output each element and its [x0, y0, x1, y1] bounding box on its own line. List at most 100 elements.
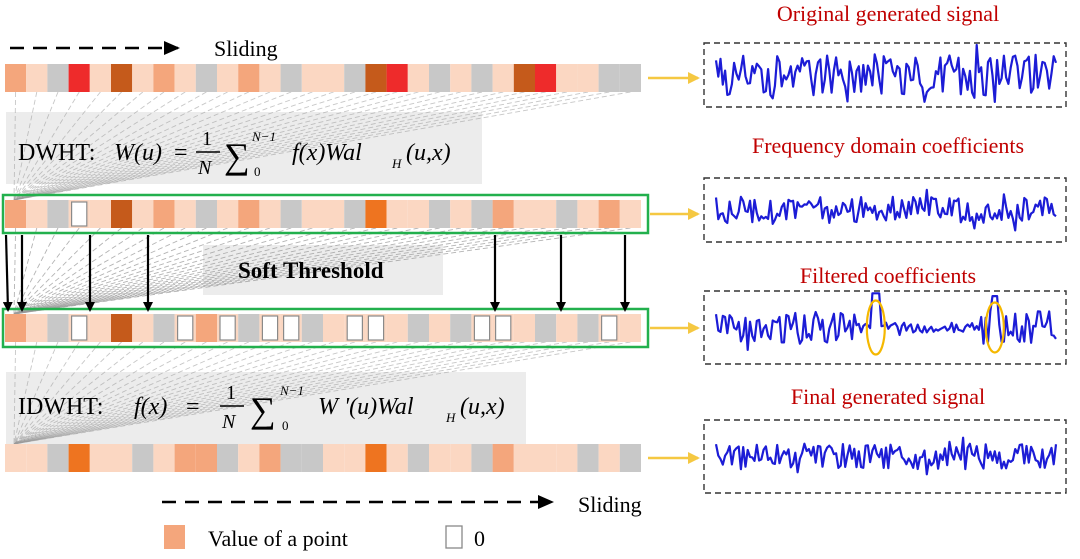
- threshold-arrows: [2, 234, 630, 312]
- value-cell: [577, 444, 599, 472]
- sliding-label-top: Sliding: [214, 36, 278, 61]
- value-cell: [47, 444, 69, 472]
- value-cell: [132, 200, 154, 228]
- zero-cell: [346, 315, 364, 341]
- fan-line: [13, 91, 186, 201]
- fan-line: [13, 91, 165, 201]
- dwht-sum-lower: 0: [254, 164, 261, 179]
- dwht-sum-symbol: ∑: [224, 136, 250, 176]
- fan-line: [13, 341, 461, 445]
- value-cell: [238, 200, 260, 228]
- value-cell: [407, 200, 429, 228]
- fan-line: [13, 91, 355, 201]
- panel-frame: [703, 177, 1067, 243]
- value-cell: [195, 200, 217, 228]
- fan-line: [13, 341, 271, 445]
- value-cell: [407, 444, 429, 472]
- fan-line: [13, 341, 101, 445]
- fan-line: [13, 341, 440, 445]
- signal-line: [714, 43, 1058, 104]
- fan-line: [13, 91, 461, 201]
- panel-frame: [703, 419, 1067, 494]
- value-cell: [535, 200, 557, 228]
- dwht-body: f(x)Wal: [292, 140, 362, 166]
- zero-cell: [600, 315, 618, 341]
- fan-line: [13, 91, 589, 201]
- fan-line: [13, 91, 525, 201]
- value-cell: [577, 314, 599, 342]
- value-cell: [619, 444, 641, 472]
- fan-line: [13, 227, 504, 315]
- fan-line: [13, 91, 610, 201]
- value-cell: [429, 64, 451, 92]
- value-cell: [89, 444, 111, 472]
- fan-line: [13, 91, 101, 201]
- value-cell: [47, 314, 69, 342]
- soft-threshold-label: Soft Threshold: [238, 258, 384, 283]
- highlight-frequency-row: [1, 193, 650, 235]
- fan-line: [13, 91, 567, 201]
- legend: Value of a point 0: [164, 525, 485, 551]
- fan-lines-dwht: [13, 91, 631, 201]
- panel-arrows: [648, 72, 700, 464]
- value-cell: [153, 444, 175, 472]
- value-cell: [5, 314, 27, 342]
- value-cell: [47, 200, 69, 228]
- legend-zero-swatch: [445, 525, 463, 549]
- value-cell: [89, 314, 111, 342]
- fan-line: [13, 341, 546, 445]
- value-cell: [577, 64, 599, 92]
- value-cell: [153, 64, 175, 92]
- value-cell: [89, 64, 111, 92]
- panel-frame: [703, 42, 1067, 108]
- fan-line: [13, 91, 144, 201]
- value-cell: [450, 64, 472, 92]
- value-cell: [238, 314, 260, 342]
- value-cell: [598, 200, 620, 228]
- value-cell: [323, 64, 345, 92]
- highlight-ellipse: [865, 299, 886, 356]
- fan-line: [13, 227, 313, 315]
- idwht-equals: =: [186, 394, 200, 420]
- value-cell: [365, 64, 387, 92]
- fan-line: [13, 91, 334, 201]
- zero-cell: [495, 315, 512, 341]
- fan-line: [13, 227, 228, 315]
- fan-line: [13, 91, 249, 201]
- value-cell: [26, 444, 48, 472]
- value-cell: [301, 64, 323, 92]
- value-cell: [132, 444, 154, 472]
- fan-line: [13, 91, 122, 201]
- value-cell: [492, 444, 514, 472]
- fan-line: [13, 91, 207, 201]
- legend-value-swatch: [164, 525, 185, 549]
- fan-line: [13, 227, 292, 315]
- dwht-args: (u,x): [406, 140, 451, 166]
- value-cell: [429, 444, 451, 472]
- fan-line: [13, 91, 398, 201]
- value-cell: [111, 444, 133, 472]
- fan-line: [13, 91, 38, 201]
- value-cell: [365, 444, 387, 472]
- value-cell: [111, 314, 133, 342]
- fan-line: [13, 341, 504, 445]
- signal-panel: Original generated signal: [703, 1, 1067, 108]
- value-cell: [471, 64, 493, 92]
- dwht-numerator: 1: [202, 128, 212, 150]
- value-cell: [407, 314, 429, 342]
- fan-line: [13, 227, 567, 315]
- dwht-formula: DWHT: W(u) = 1 N ∑ N−1 0 f(x)Wal H (u,x): [18, 128, 451, 179]
- filtered-coefficients-row: [5, 314, 641, 342]
- fan-line: [13, 227, 355, 315]
- fan-line: [13, 91, 313, 201]
- signal-panel: Final generated signal: [703, 384, 1067, 494]
- value-cell: [513, 314, 535, 342]
- value-cell: [344, 64, 366, 92]
- value-cell: [217, 64, 239, 92]
- value-cell: [301, 314, 323, 342]
- fan-line: [13, 341, 17, 445]
- fan-line: [13, 227, 610, 315]
- highlight-ellipse: [984, 301, 1005, 354]
- value-cell: [5, 64, 27, 92]
